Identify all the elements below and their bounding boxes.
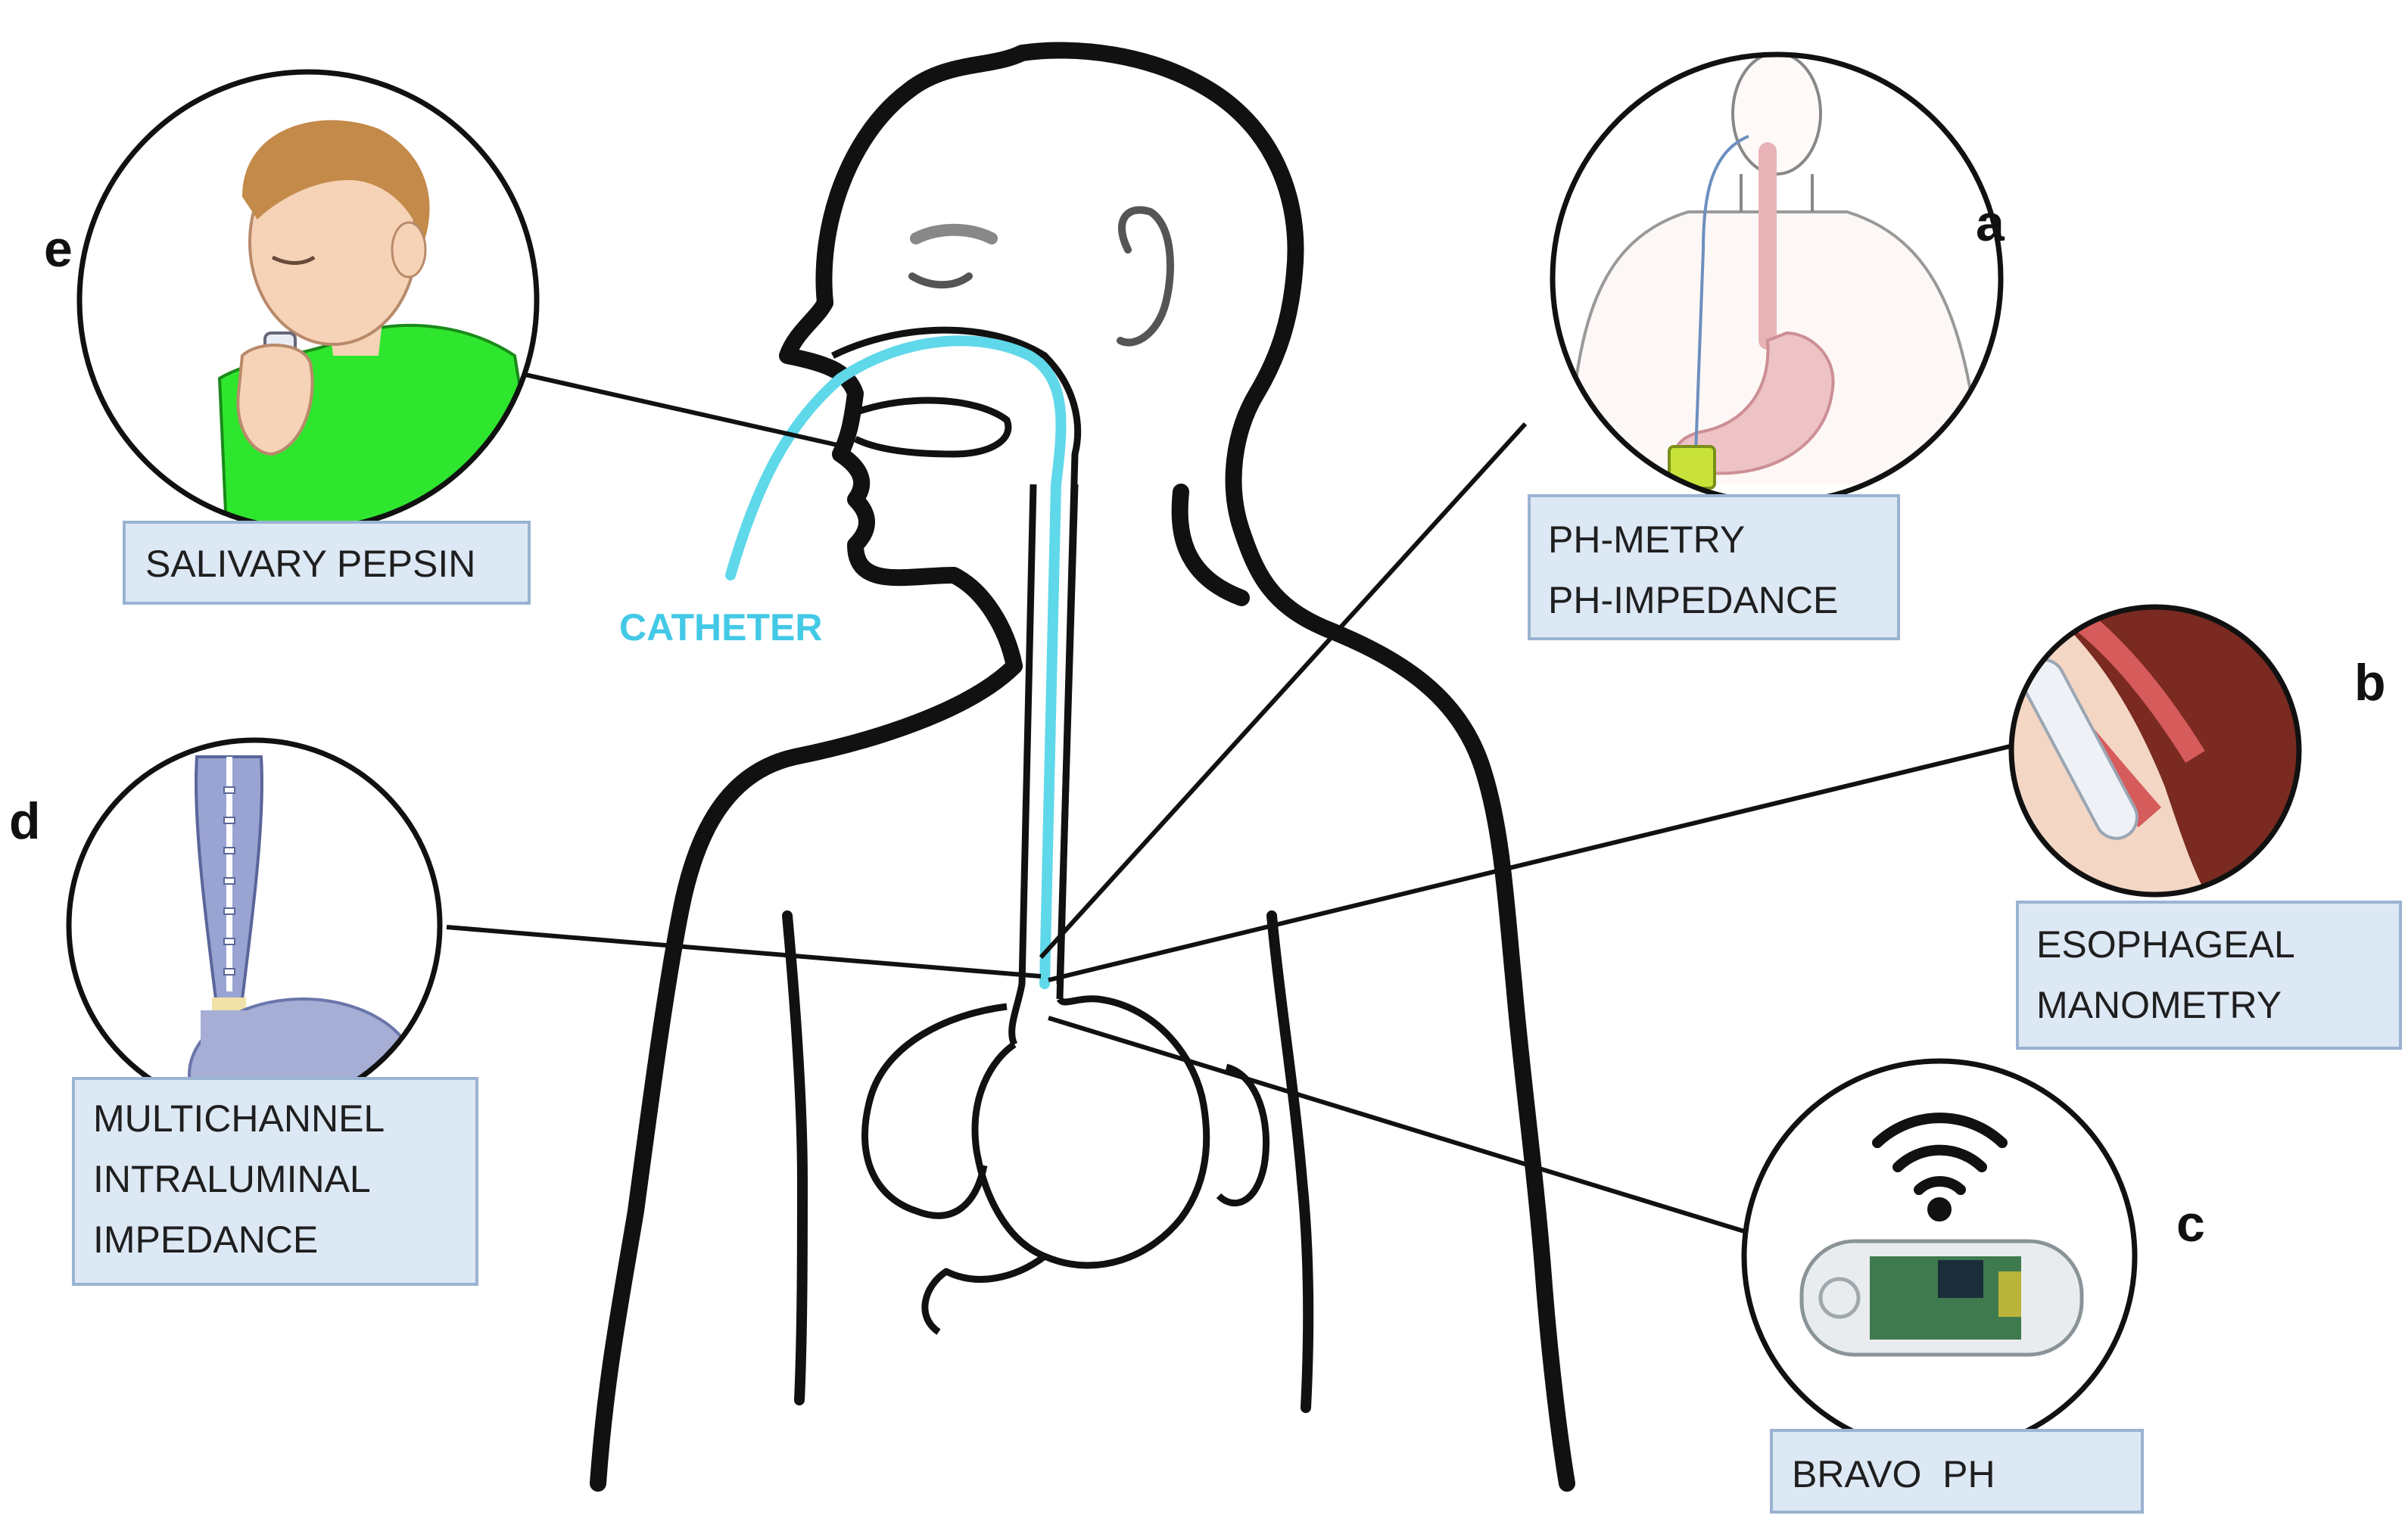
- catheter-label: CATHETER: [619, 606, 823, 649]
- left-arm-inner: [782, 910, 808, 1405]
- panel-e: e SALIVARY PEPSIN: [44, 69, 540, 605]
- panel-d-label-line-1: MULTICHANNEL: [93, 1097, 384, 1140]
- panel-d-label-box: [72, 1077, 478, 1286]
- panel-c: c BRAVO PH: [1741, 1058, 2205, 1514]
- liver-outline: [861, 1003, 1008, 1219]
- head-outline: [815, 42, 1575, 1492]
- digestive-tract: [830, 326, 1270, 1335]
- eyebrow: [910, 223, 998, 244]
- impedance-catheter-icon: [69, 740, 440, 1111]
- panel-b: b ESOPHAGEAL MANOMETRY: [2008, 604, 2402, 1050]
- connector-a: [1039, 422, 1528, 960]
- neck-right: [1171, 484, 1250, 606]
- panel-e-letter: e: [44, 220, 73, 278]
- panel-d-letter: d: [9, 792, 41, 850]
- face-details: [908, 206, 1174, 347]
- eye: [908, 272, 973, 289]
- stomach-outline: [971, 995, 1210, 1269]
- human-body-outline: [590, 42, 1575, 1492]
- saliva-sample-icon: [79, 72, 537, 529]
- mouth-cavity: [853, 397, 1012, 458]
- svg-text:ESOPHAGEAL MANOMETRY: ESOPHAGEAL MANOMETRY: [2036, 923, 2304, 1026]
- wireless-icon: [1872, 1113, 2008, 1221]
- panel-b-label-line-2: MANOMETRY: [2036, 984, 2282, 1026]
- connector-e: [481, 363, 845, 449]
- right-arm-inner: [1266, 910, 1314, 1413]
- panel-c-letter: c: [2176, 1195, 2205, 1253]
- esophagus-ph-probe-icon: [1553, 54, 2001, 503]
- torso-left: [590, 658, 1023, 1492]
- panel-b-label-line-1: ESOPHAGEAL: [2036, 923, 2294, 966]
- panel-a-label-line-1: PH-METRY: [1548, 518, 1745, 561]
- panel-a-label-line-2: PH-IMPEDANCE: [1548, 579, 1838, 621]
- panel-c-label-line-1: BRAVO PH: [1792, 1453, 1995, 1495]
- svg-text:MULTICHANNEL INTRALUMINA: MULTICHANNEL INTRALUMINAL IMPEDANCE: [93, 1097, 394, 1261]
- face-profile: [779, 294, 1023, 674]
- panel-d-label-line-3: IMPEDANCE: [93, 1218, 318, 1261]
- catheter-tube: [725, 335, 1067, 989]
- panel-b-label-box: [2016, 901, 2402, 1050]
- panel-d: d MULTICHANNEL INTRALUMINAL IMPEDANCE: [9, 737, 478, 1286]
- panel-c-label-box: [1770, 1429, 2144, 1514]
- nasal-passage: [830, 326, 1082, 1000]
- panel-b-letter: b: [2354, 654, 2386, 711]
- panel-a-letter: a: [1976, 195, 2005, 252]
- panel-a: a PH-METRY PH-IMPEDANCE: [1528, 51, 2005, 640]
- panel-e-label-line-1: SALIVARY PEPSIN: [145, 543, 475, 585]
- connector-d: [446, 925, 1042, 979]
- svg-text:PH-METRY PH-IMPEDANCE: PH-METRY PH-IMPEDANCE: [1548, 518, 1838, 621]
- connector-c: [1048, 1016, 1752, 1236]
- panel-d-label-line-2: INTRALUMINAL: [93, 1158, 370, 1200]
- ear-icon: [1117, 206, 1174, 347]
- panel-b-circle: [2008, 604, 2302, 898]
- wireless-capsule-icon: [1799, 1239, 2084, 1357]
- esophagus-left-wall: [1008, 484, 1037, 1047]
- duodenum: [921, 1253, 1047, 1335]
- esophagus-right-wall: [1056, 484, 1079, 985]
- manometry-catheter-icon: [2011, 607, 2299, 895]
- spleen: [1216, 1063, 1270, 1206]
- panel-e-label-box: [123, 521, 531, 605]
- connector-b: [1048, 742, 2020, 982]
- connector-lines: [446, 363, 2020, 1236]
- panel-a-label-box: [1528, 494, 1900, 640]
